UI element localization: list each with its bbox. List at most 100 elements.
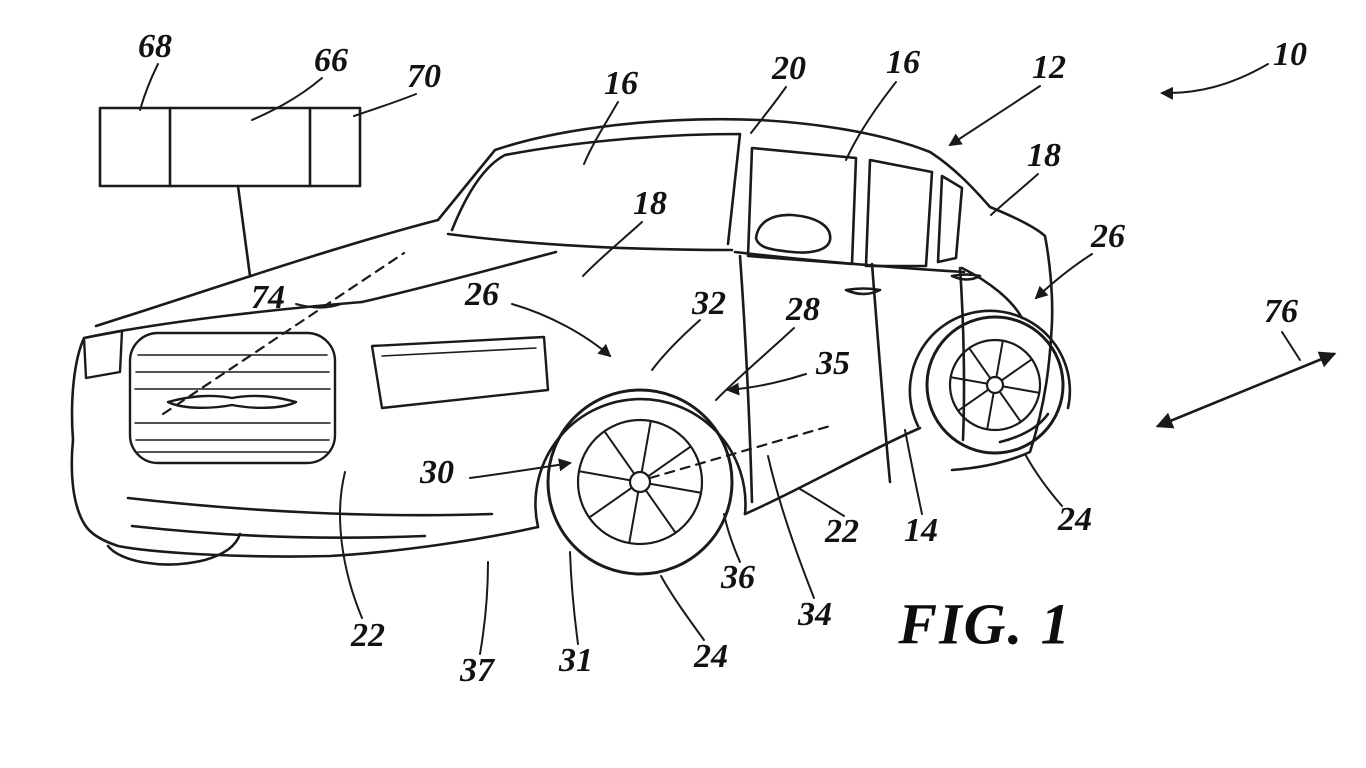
leader-35-arrow (726, 373, 807, 396)
front-door-seam (738, 254, 754, 504)
grille-slats (134, 354, 331, 453)
dashed-reference-lines (161, 251, 832, 480)
ref-label-18-a: 18 (1027, 137, 1061, 174)
leader-34 (767, 455, 815, 599)
ref-label-12: 12 (1032, 49, 1066, 86)
leader-76 (1281, 331, 1301, 361)
ref-label-35: 35 (816, 345, 850, 382)
rear-door-handle (950, 273, 982, 281)
rear-rim (948, 338, 1042, 432)
hood-dashed-line (161, 251, 406, 416)
ref-label-16-a: 16 (604, 65, 638, 102)
rear-wheel-arch (908, 309, 1072, 428)
ref-label-24-b: 24 (1058, 501, 1092, 538)
front-bumper-crease-lower (130, 524, 427, 539)
ref-label-70: 70 (407, 58, 441, 95)
leader-30-arrow (469, 458, 572, 479)
front-rim (576, 418, 704, 546)
ref-label-24-a: 24 (694, 638, 728, 675)
front-hub (628, 470, 652, 494)
car-body (70, 117, 1072, 566)
motion-arrow-76 (1155, 351, 1337, 429)
rear-spokes (950, 340, 1040, 430)
rear-bumper-seam (998, 412, 1050, 444)
rear-tire (925, 315, 1065, 455)
leader-18-a (990, 173, 1039, 216)
rear-shoulder-line (960, 266, 1024, 320)
ref-label-31: 31 (559, 642, 593, 679)
door-dashed-line (648, 424, 832, 480)
right-headlight-inner (381, 347, 537, 357)
front-fascia (82, 329, 550, 465)
side-mirror (754, 213, 832, 254)
leader-10-arrow (1160, 63, 1269, 100)
ref-label-30: 30 (420, 454, 454, 491)
leader-16-a (583, 101, 619, 165)
ref-label-16-b: 16 (886, 44, 920, 81)
leader-28 (715, 327, 795, 401)
leader-16-b (845, 81, 897, 161)
front-door-handle (844, 287, 882, 296)
rear-wheel (925, 315, 1065, 455)
quarter-window (936, 174, 964, 264)
front-spokes (578, 420, 702, 544)
ref-label-34: 34 (798, 596, 832, 633)
leader-31 (569, 551, 579, 645)
front-wheel (546, 388, 734, 576)
rear-door-window (864, 158, 934, 268)
c-pillar-seam (958, 266, 966, 442)
grille-outline (128, 331, 337, 465)
front-tire (546, 388, 734, 576)
body-outline (70, 117, 1054, 558)
leader-14 (904, 429, 923, 515)
leader-22-b (799, 488, 845, 517)
ref-label-74: 74 (251, 279, 285, 316)
ref-label-20: 20 (772, 50, 806, 87)
windshield (450, 132, 742, 246)
leader-68 (139, 63, 159, 111)
figure-caption: FIG. 1 (898, 591, 1072, 657)
front-wheel-arch (534, 397, 747, 529)
leader-20 (750, 86, 787, 134)
ref-label-26-b: 26 (1091, 218, 1125, 255)
rear-hub (985, 375, 1005, 395)
controller-box-stem (236, 184, 252, 278)
leader-24-b (1024, 453, 1063, 507)
ref-label-14: 14 (904, 512, 938, 549)
belt-line (733, 250, 966, 274)
ref-label-26-a: 26 (465, 276, 499, 313)
ref-label-10: 10 (1273, 36, 1307, 73)
controller-box (98, 106, 362, 278)
leader-18-b (582, 221, 643, 277)
leader-37 (479, 561, 489, 655)
leader-26-b-arrow (1034, 253, 1093, 300)
cowl-line (446, 232, 734, 252)
brand-wing-emblem (166, 394, 298, 409)
ref-label-22-b: 22 (825, 513, 859, 550)
ref-label-32: 32 (692, 285, 726, 322)
ref-label-36: 36 (721, 559, 755, 596)
leader-36 (723, 513, 741, 563)
ref-label-76: 76 (1264, 293, 1298, 330)
left-headlight (82, 329, 124, 380)
ref-label-37: 37 (460, 652, 494, 689)
leader-74 (295, 303, 342, 309)
ref-label-66: 66 (314, 42, 348, 79)
hood-cut-line (360, 250, 558, 304)
leader-26-a-arrow (511, 303, 612, 358)
ref-label-68: 68 (138, 28, 172, 65)
leader-32 (651, 319, 701, 371)
leader-70 (353, 93, 417, 117)
controller-box-outline (98, 106, 362, 188)
leader-22-a (339, 471, 363, 619)
leader-66 (251, 77, 323, 121)
right-headlight (370, 335, 550, 410)
front-bumper-crease-upper (126, 496, 494, 517)
ref-label-22-a: 22 (351, 617, 385, 654)
far-front-wheel (106, 532, 242, 566)
leader-lines (139, 63, 1301, 655)
ref-label-28: 28 (786, 291, 820, 328)
leader-24-a (660, 575, 705, 641)
